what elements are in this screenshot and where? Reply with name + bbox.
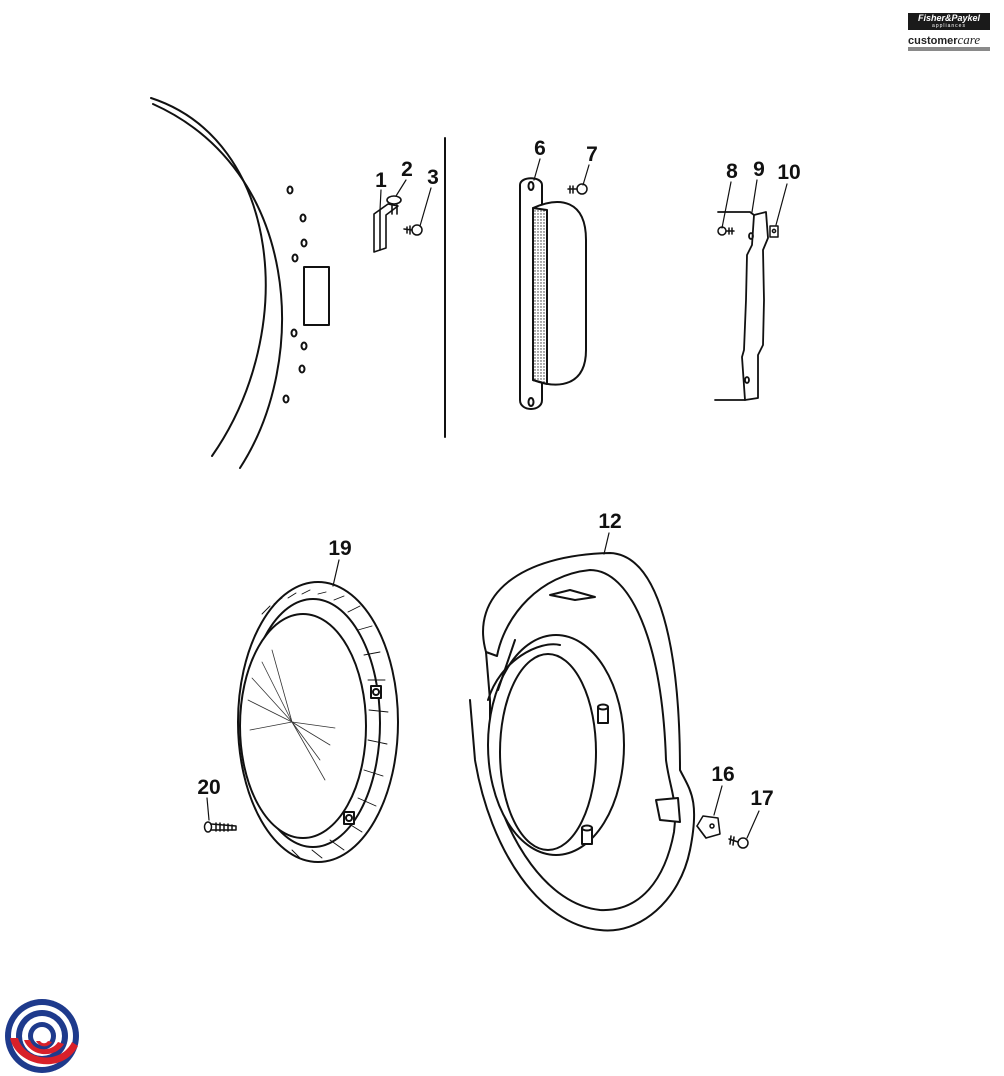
- callout-12: 12: [598, 510, 621, 533]
- customer-care-mark: customercare: [908, 33, 990, 51]
- part-20-screw: [203, 821, 237, 833]
- callout-9: 9: [753, 158, 765, 181]
- swirl-logo-icon: [5, 999, 79, 1073]
- part-19-door-glass: [237, 581, 399, 863]
- part-6-door-handle: [519, 177, 587, 410]
- part-3-screw: [403, 224, 423, 236]
- brand-logo-icon: Fisher&Paykel appliances: [908, 13, 990, 30]
- part-9-hinge-bracket: [714, 211, 769, 401]
- brand-name: Fisher&Paykel: [917, 13, 981, 23]
- part-2-nut: [386, 195, 402, 215]
- callout-labels: 1 2 3 6 7 8 9 10 12 16 17 19 20: [197, 137, 800, 810]
- leader-lines: [206, 158, 788, 839]
- callout-19: 19: [328, 537, 351, 560]
- callout-10: 10: [777, 161, 800, 184]
- part-10-nut: [769, 225, 779, 238]
- customer-care-label-b: care: [957, 33, 981, 47]
- callout-6: 6: [534, 137, 546, 160]
- callout-2: 2: [401, 158, 413, 181]
- callout-20: 20: [197, 776, 220, 799]
- part-12-door-frame: [469, 552, 696, 932]
- callout-8: 8: [726, 160, 738, 183]
- part-17-screw: [728, 835, 749, 849]
- cabinet-front-panel: [150, 97, 446, 469]
- brand-tagline: appliances: [932, 23, 966, 29]
- part-8-screw: [717, 226, 735, 236]
- part-16-clip: [696, 815, 721, 839]
- customer-care-label-a: customer: [908, 35, 958, 47]
- part-7-screw: [567, 183, 588, 195]
- part-1-latch-bracket: [373, 203, 399, 253]
- callout-16: 16: [711, 763, 734, 786]
- callout-3: 3: [427, 166, 439, 189]
- callout-1: 1: [375, 169, 387, 192]
- callout-17: 17: [750, 787, 773, 810]
- callout-7: 7: [586, 143, 598, 166]
